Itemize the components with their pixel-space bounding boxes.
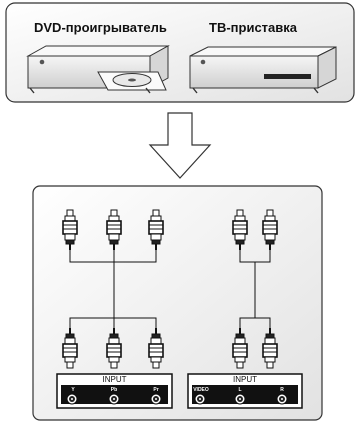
port-label-l: L xyxy=(238,387,242,393)
connections-panel xyxy=(32,185,323,421)
input-jack-pr[interactable] xyxy=(150,393,162,405)
set-top-box-image xyxy=(189,46,337,94)
component-cable xyxy=(62,209,164,369)
down-arrow-icon xyxy=(148,112,212,179)
input-jack-r[interactable] xyxy=(276,393,288,405)
input-jack-y[interactable] xyxy=(66,393,78,405)
port-label-pb: Pb xyxy=(110,387,118,393)
input-jack-pb[interactable] xyxy=(108,393,120,405)
port-label-r: R xyxy=(280,387,284,393)
set-top-box-label: ТВ-приставка xyxy=(209,20,297,35)
port-label-pr: Pr xyxy=(153,387,159,393)
port-label-video: VIDEO xyxy=(193,387,209,393)
composite-input-panel xyxy=(187,373,303,409)
composite-input-title: INPUT xyxy=(233,375,257,384)
dvd-player-image xyxy=(26,45,170,94)
dvd-player-label: DVD-проигрыватель xyxy=(34,20,167,35)
component-input-panel xyxy=(56,373,173,409)
component-input-title: INPUT xyxy=(102,375,127,384)
port-label-y: Y xyxy=(71,387,75,393)
input-jack-video[interactable] xyxy=(194,393,206,405)
composite-cable xyxy=(232,209,278,369)
input-jack-l[interactable] xyxy=(234,393,246,405)
